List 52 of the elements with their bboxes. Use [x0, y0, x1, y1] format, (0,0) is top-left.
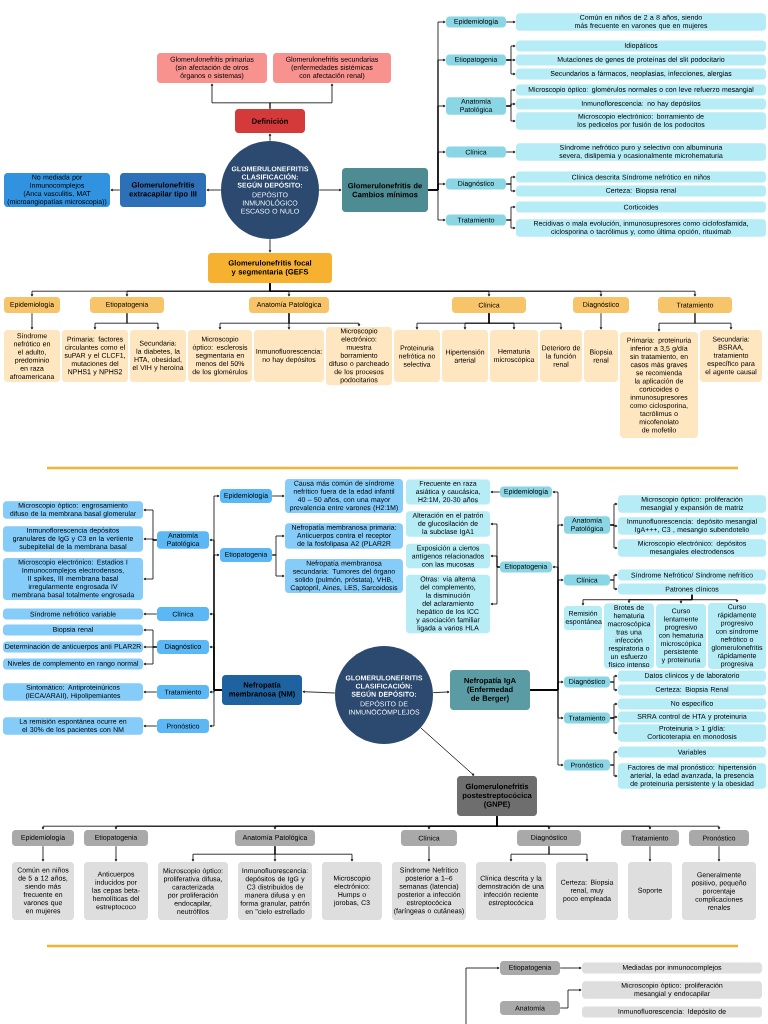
arrow [496, 815, 721, 830]
arrow [110, 188, 121, 192]
arrow [505, 20, 516, 24]
arrow [648, 845, 652, 862]
arrow [505, 59, 516, 76]
arrow [432, 690, 450, 694]
arrow [529, 689, 564, 767]
arrow [274, 845, 354, 862]
arrow [505, 105, 516, 123]
arrow [599, 312, 603, 330]
arrow [691, 594, 739, 603]
arrow [114, 845, 118, 862]
arrow [490, 566, 501, 606]
arrow [609, 717, 618, 735]
arrow [271, 554, 285, 578]
arrow [206, 188, 222, 192]
arrow [30, 312, 34, 330]
arrow [548, 845, 589, 862]
arrow [143, 612, 158, 616]
arrow [694, 312, 733, 330]
arrow [505, 183, 516, 193]
arrow [609, 764, 618, 778]
arrow [609, 579, 618, 591]
arrow [609, 681, 618, 692]
arrow [488, 312, 563, 330]
arrow [143, 690, 158, 694]
arrow [288, 312, 361, 327]
arrow [609, 524, 618, 550]
arrow [41, 845, 45, 862]
arrow [271, 494, 285, 498]
arrow [490, 490, 501, 494]
arrow [465, 966, 500, 1024]
arrow [268, 238, 272, 253]
arrow [559, 988, 582, 1009]
arrow [209, 689, 223, 728]
arrow [143, 724, 158, 728]
arrow [143, 646, 158, 666]
arrow [505, 150, 516, 154]
arrow [717, 845, 721, 862]
arrow [427, 845, 431, 862]
arrow [269, 83, 334, 110]
arrow [505, 219, 516, 230]
arrow [559, 966, 582, 970]
arrow [126, 312, 160, 330]
arrow [269, 282, 697, 297]
arrow [302, 690, 336, 694]
arrow [420, 727, 475, 776]
arrow [318, 188, 342, 192]
arrow [427, 189, 446, 222]
arrow [490, 554, 501, 568]
arrow [143, 539, 158, 581]
arrow [268, 133, 272, 142]
